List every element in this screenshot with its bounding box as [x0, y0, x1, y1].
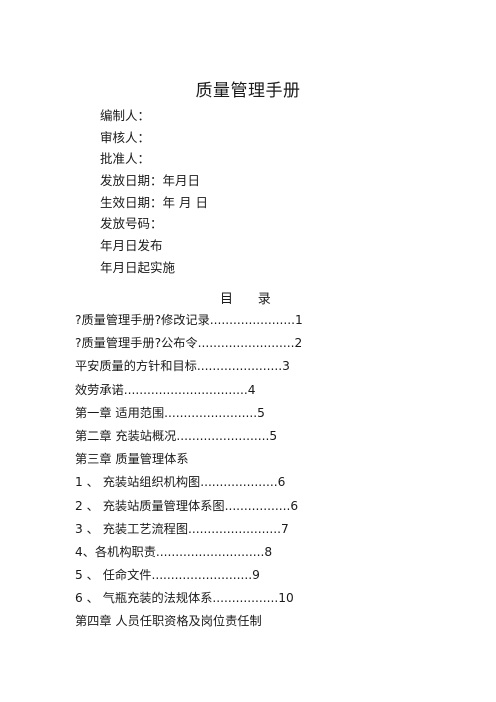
toc-entry: 5 、 任命文件..........................9	[75, 568, 260, 583]
toc-entry: 4、各机构职责............................8	[75, 544, 273, 559]
toc-entry: 第一章 适用范围........................5	[75, 405, 265, 420]
toc-entry: 第二章 充装站概况........................5	[75, 428, 278, 443]
meta-line-implemented: 年月日起实施	[100, 259, 176, 275]
meta-line-effective-date: 生效日期：年 月 日	[100, 194, 208, 210]
document-meta-list: 编制人： 审核人： 批准人： 发放日期：年月日 生效日期：年 月 日 发放号码：…	[100, 105, 208, 279]
toc-entry: 1 、 充装站组织机构图....................6	[75, 475, 286, 490]
toc-entry: 第四章 人员任职资格及岗位责任制	[75, 614, 262, 629]
toc-entry: 2 、 充装站质量管理体系图.................6	[75, 498, 299, 513]
meta-line-reviewer: 审核人：	[100, 129, 151, 145]
toc-entry: 效劳承诺................................4	[75, 382, 256, 397]
table-of-contents: ?质量管理手册?修改记录......................1 ?质量管…	[75, 309, 303, 634]
toc-entry: 3 、 充装工艺流程图........................7	[75, 521, 289, 536]
toc-entry: 6 、 气瓶充装的法规体系.................10	[75, 591, 294, 606]
toc-entry: ?质量管理手册?修改记录......................1	[75, 313, 303, 327]
meta-line-published: 年月日发布	[100, 238, 163, 254]
meta-line-compiler: 编制人：	[100, 108, 151, 123]
toc-entry: 第三章 质量管理体系	[75, 452, 189, 467]
toc-heading: 目 录	[220, 292, 271, 307]
meta-line-approver: 批准人：	[100, 151, 151, 167]
document-title: 质量管理手册	[195, 81, 301, 101]
toc-entry: ?质量管理手册?公布令.........................2	[75, 336, 303, 351]
meta-line-issue-number: 发放号码：	[100, 216, 163, 232]
meta-line-issue-date: 发放日期：年月日	[100, 173, 201, 189]
toc-entry: 平安质量的方针和目标......................3	[75, 359, 290, 374]
